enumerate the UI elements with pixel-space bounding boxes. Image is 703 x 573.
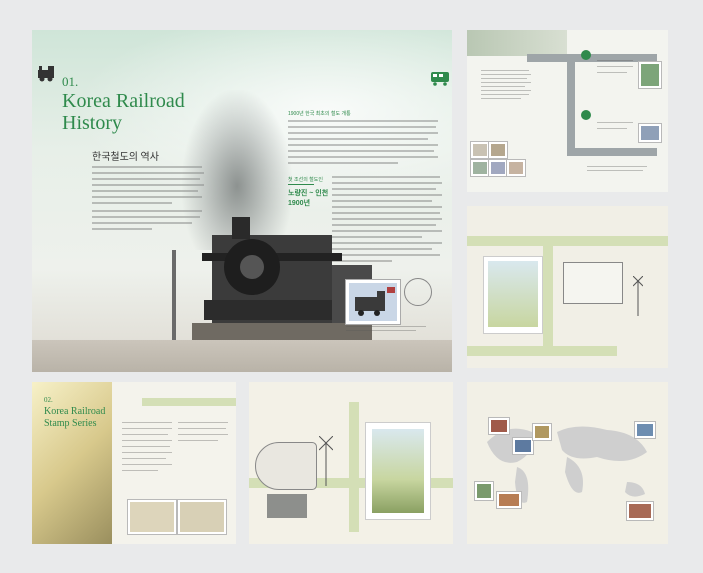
spread-painting-page-2 xyxy=(249,382,453,544)
timeline-heading: 1900년 한국 최초의 철도 개통 xyxy=(288,111,351,117)
stamp-thumb xyxy=(471,160,489,176)
motion-photo xyxy=(32,382,112,544)
rail-band xyxy=(142,398,236,406)
tram-icon xyxy=(430,70,450,86)
signal-pole xyxy=(172,250,176,360)
crossing-sign xyxy=(632,275,644,316)
main-spread: 01. Korea Railroad History 한국철도의 역사 1900… xyxy=(32,30,452,372)
artwork-frame xyxy=(483,256,543,334)
stamp-thumb xyxy=(471,142,489,158)
milestone-year: 1900년 xyxy=(288,200,311,207)
section-number-2: 02. xyxy=(44,396,53,404)
steam-locomotive-photo xyxy=(192,205,372,345)
section-number: 01. xyxy=(62,74,79,89)
stamp-thumb xyxy=(489,160,507,176)
stamp-thumb xyxy=(533,424,551,440)
stamp-thumb xyxy=(513,438,533,454)
milestone-value: 노량진 ~ 인천 xyxy=(288,190,329,197)
spread-painting-page xyxy=(467,206,668,368)
stamp-thumb xyxy=(489,142,507,158)
timeline-track-vertical xyxy=(567,54,575,154)
tram-illustration xyxy=(563,262,623,304)
rail-band xyxy=(467,346,617,356)
stamp-thumb xyxy=(639,124,661,142)
rail-band xyxy=(349,402,359,532)
artwork-image xyxy=(372,429,424,513)
stamp-thumb xyxy=(507,160,525,176)
milestone-label: 첫 조선의 철도인 xyxy=(288,177,323,183)
crossing-sign xyxy=(318,435,334,486)
spread-stamp-series-page: 02. Korea Railroad Stamp Series xyxy=(32,382,236,544)
spread-world-map-page xyxy=(467,382,668,544)
postmark-stamp xyxy=(404,278,432,306)
rail-band xyxy=(467,236,668,246)
header-photo xyxy=(467,30,567,56)
ground xyxy=(32,340,452,372)
stamp-thumb xyxy=(489,418,509,434)
stamp-sheet xyxy=(178,500,226,534)
spread-timeline-page xyxy=(467,30,668,192)
train-icon xyxy=(36,64,60,82)
rail-band xyxy=(543,236,553,356)
stamp-thumb xyxy=(639,62,661,88)
artwork-image xyxy=(488,261,538,327)
stamp-image xyxy=(346,280,400,324)
milestone-divider xyxy=(288,184,314,185)
timeline-track-bottom xyxy=(567,148,657,156)
series-title-line1: Korea Railroad xyxy=(44,406,106,417)
timeline-dot xyxy=(581,50,591,60)
page-subtitle: 한국철도의 역사 xyxy=(92,152,159,163)
stamp-thumb xyxy=(627,502,653,520)
timeline-track xyxy=(527,54,657,62)
page-title-line2: History xyxy=(62,112,122,134)
stamp-sheet xyxy=(128,500,176,534)
bridge-photo xyxy=(267,494,307,518)
stamp-thumb xyxy=(497,492,521,508)
artwork-frame xyxy=(365,422,431,520)
stamp-thumb xyxy=(475,482,493,500)
page-title-line1: Korea Railroad xyxy=(62,90,185,112)
stamp-thumb xyxy=(635,422,655,438)
series-title-line2: Stamp Series xyxy=(44,418,97,429)
train-nose-illustration xyxy=(255,442,317,490)
timeline-dot xyxy=(581,110,591,120)
